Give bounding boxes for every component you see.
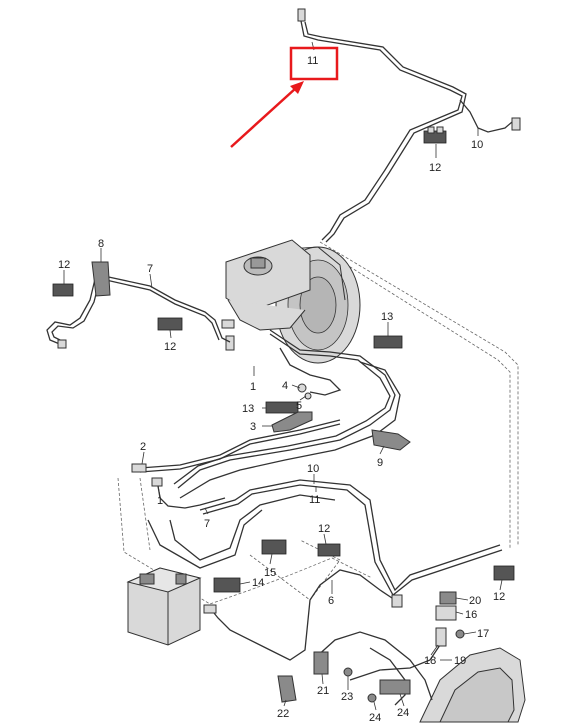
label-9: 9	[377, 457, 383, 469]
label-22: 22	[277, 708, 289, 720]
bracket-16-20	[435, 591, 457, 621]
label-24-left: 24	[369, 712, 381, 724]
label-10-top: 10	[471, 139, 483, 151]
label-19: 19	[454, 655, 466, 667]
highlight-callout	[230, 46, 339, 148]
pipe-fitting-10	[511, 117, 521, 131]
brake-pipe-10	[459, 99, 518, 133]
label-2: 2	[140, 441, 146, 453]
pipe-clip-14	[213, 577, 241, 593]
bracket-3	[271, 411, 313, 433]
label-12-top: 12	[429, 162, 441, 174]
pipe-clip-12-left	[52, 283, 74, 297]
leader-lines	[63, 41, 503, 711]
brake-pipes-lower	[147, 479, 503, 661]
label-11-mid: 11	[309, 494, 320, 506]
label-21: 21	[317, 685, 329, 697]
part-4-5	[297, 383, 312, 400]
brake-pipes-left	[46, 274, 231, 349]
brake-pipe-7-upper	[103, 275, 231, 343]
label-3: 3	[250, 421, 256, 433]
pipe-clip-13-left	[265, 401, 299, 414]
brake-pipes-middle	[131, 329, 401, 509]
label-12-mid: 12	[164, 341, 176, 353]
label-14: 14	[252, 577, 264, 589]
label-11-highlighted: 11	[307, 55, 318, 67]
bolt-24	[367, 693, 377, 703]
label-17: 17	[477, 628, 489, 640]
label-12-left: 12	[58, 259, 70, 271]
label-7-top: 7	[147, 263, 153, 275]
highlight-arrow-head	[290, 81, 304, 94]
label-7-mid: 7	[204, 518, 210, 530]
bolt-23	[343, 667, 353, 677]
label-12-bottom-right: 12	[493, 591, 505, 603]
brake-disc	[419, 647, 526, 723]
label-23: 23	[341, 691, 353, 703]
pipe-clip-15	[261, 539, 287, 555]
pipe-clip-12-mid	[157, 317, 183, 331]
label-15: 15	[264, 567, 276, 579]
pipe-clip-12-center	[317, 543, 341, 557]
bolt-17	[455, 629, 465, 639]
label-18: 18	[424, 655, 436, 667]
bracket-22	[277, 675, 297, 703]
pipe-clip-12-top	[423, 126, 447, 144]
label-1-mid: 1	[157, 495, 163, 507]
part-labels: 11 10 12 8 12 7 12 13 1 4 13 5 3 9 2 10 …	[58, 55, 505, 724]
label-20: 20	[469, 595, 481, 607]
sensor-9	[371, 429, 411, 451]
label-24-right: 24	[397, 707, 409, 719]
brake-pipe-6	[209, 569, 396, 661]
label-1-top: 1	[250, 381, 256, 393]
brake-pipe-11	[300, 20, 463, 241]
label-12-center: 12	[318, 523, 330, 535]
highlight-box	[289, 46, 339, 81]
pipe-fitting-top	[297, 8, 306, 22]
master-cylinder-reservoir	[221, 239, 311, 351]
brake-pipe-11b	[304, 21, 467, 243]
label-5: 5	[296, 400, 302, 412]
brake-pipes-upper	[297, 8, 521, 243]
label-10-mid: 10	[307, 463, 319, 475]
label-13-right: 13	[381, 311, 393, 323]
label-13-left: 13	[242, 403, 254, 415]
label-6: 6	[328, 595, 334, 607]
label-4: 4	[282, 380, 288, 392]
abs-hydraulic-unit	[126, 567, 202, 646]
label-8: 8	[98, 238, 104, 250]
pipe-clip-13-right	[373, 335, 403, 349]
label-16: 16	[465, 609, 477, 621]
highlight-arrow-line	[230, 87, 297, 148]
bracket-8	[91, 261, 111, 297]
pipe-clip-12-bottom-right	[493, 565, 515, 581]
